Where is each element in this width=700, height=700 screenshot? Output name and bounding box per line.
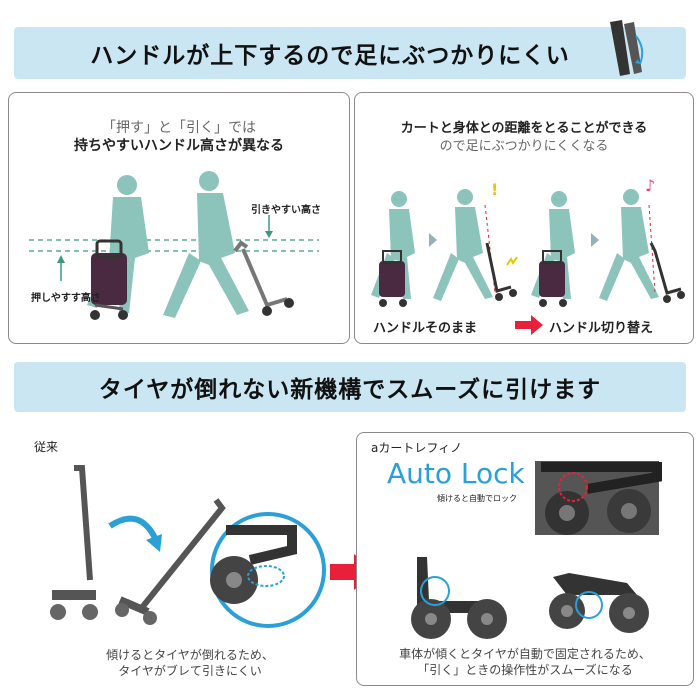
label-push-height: 押しやすす高さ bbox=[31, 293, 101, 304]
section1-title: ハンドルが上下するので足にぶつかりにくい bbox=[90, 43, 570, 69]
new-caption1: 車体が傾くとタイヤが自動で固定されるため、 bbox=[399, 647, 651, 661]
section1-banner: ハンドルが上下するので足にぶつかりにくい bbox=[14, 27, 686, 79]
section2-banner: タイヤが倒れない新機構でスムーズに引けます bbox=[14, 362, 686, 412]
conventional-caption1: 傾けるとタイヤが倒れるため、 bbox=[106, 648, 274, 662]
conventional-label: 従来 bbox=[34, 440, 59, 454]
panel-handle-height: 「押す」と「引く」では 持ちやすいハンドル高さが異なる bbox=[8, 92, 350, 344]
conventional-cart-illustration bbox=[50, 465, 326, 628]
panel-distance: カートと身体との距離をとることができる ので足にぶつかりにくくなる ! bbox=[354, 92, 694, 344]
label-handle-switched: ハンドル切り替え bbox=[549, 321, 654, 336]
new-product-label: aカートレフィノ bbox=[371, 441, 463, 455]
label-handle-unchanged: ハンドルそのまま bbox=[373, 321, 478, 336]
walking-figures-illustration bbox=[29, 171, 319, 320]
section2-title: タイヤが倒れない新機構でスムーズに引けます bbox=[98, 377, 602, 403]
new-caption2: 「引く」ときの操作性がスムーズになる bbox=[417, 663, 633, 677]
panel-new-mechanism: aカートレフィノ Auto Lock 傾けると自動でロック 車体が傾くとタイヤが… bbox=[356, 432, 694, 686]
autolock-wheel-illustration bbox=[411, 461, 662, 639]
label-pull-height: 引きやすい高さ bbox=[251, 205, 321, 216]
svg-text:♪: ♪ bbox=[645, 176, 655, 195]
svg-text:!: ! bbox=[491, 180, 498, 199]
autolock-subtitle: 傾けると自動でロック bbox=[437, 494, 517, 503]
autolock-title: Auto Lock bbox=[387, 457, 525, 490]
handle-rotate-icon bbox=[610, 20, 644, 76]
distance-illustration: ! ♪ bbox=[371, 176, 685, 335]
panel-right-line1: カートと身体との距離をとることができる bbox=[400, 121, 648, 136]
panel-right-line2: ので足にぶつかりにくくなる bbox=[439, 139, 609, 154]
conventional-caption2: タイヤがブレて引きにくい bbox=[118, 664, 262, 678]
panel-left-line1: 「押す」と「引く」では bbox=[102, 120, 256, 136]
panel-left-line2: 持ちやすいハンドル高さが異なる bbox=[74, 138, 284, 154]
